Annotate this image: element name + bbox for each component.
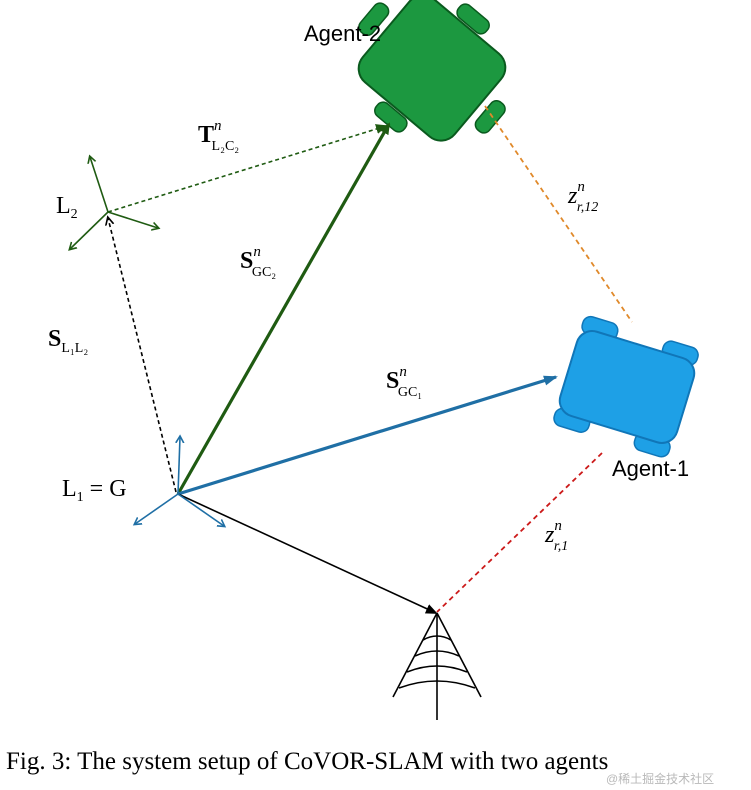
agent-1-robot-icon bbox=[553, 315, 699, 458]
agent-2-robot-icon bbox=[357, 0, 507, 142]
pose-arrow-g-c1 bbox=[177, 375, 558, 496]
arrow-g-anchor bbox=[177, 493, 438, 614]
frame-l2-axes-icon bbox=[70, 157, 158, 249]
frame-l1-axes-icon bbox=[135, 437, 224, 526]
label-s-l1l2: SL₁L₂ bbox=[48, 326, 88, 356]
transform-arrow-l1-l2 bbox=[108, 218, 177, 493]
frame-l2-label: L2 bbox=[56, 193, 78, 222]
frame-l1-g-label: L1 = G bbox=[62, 476, 127, 505]
range-line-agent2-agent1 bbox=[484, 105, 633, 323]
range-line-agent1-anchor bbox=[436, 452, 603, 613]
watermark: @稀土掘金技术社区 bbox=[606, 772, 715, 786]
figure-caption: Fig. 3: The system setup of CoVOR-SLAM w… bbox=[6, 748, 609, 775]
pose-arrow-g-c2 bbox=[176, 122, 391, 495]
agent-1-label: Agent-1 bbox=[612, 456, 689, 481]
anchor-tower-icon bbox=[392, 612, 482, 720]
agent-2-label: Agent-2 bbox=[304, 21, 381, 46]
transform-arrow-l2-c2 bbox=[107, 124, 388, 213]
